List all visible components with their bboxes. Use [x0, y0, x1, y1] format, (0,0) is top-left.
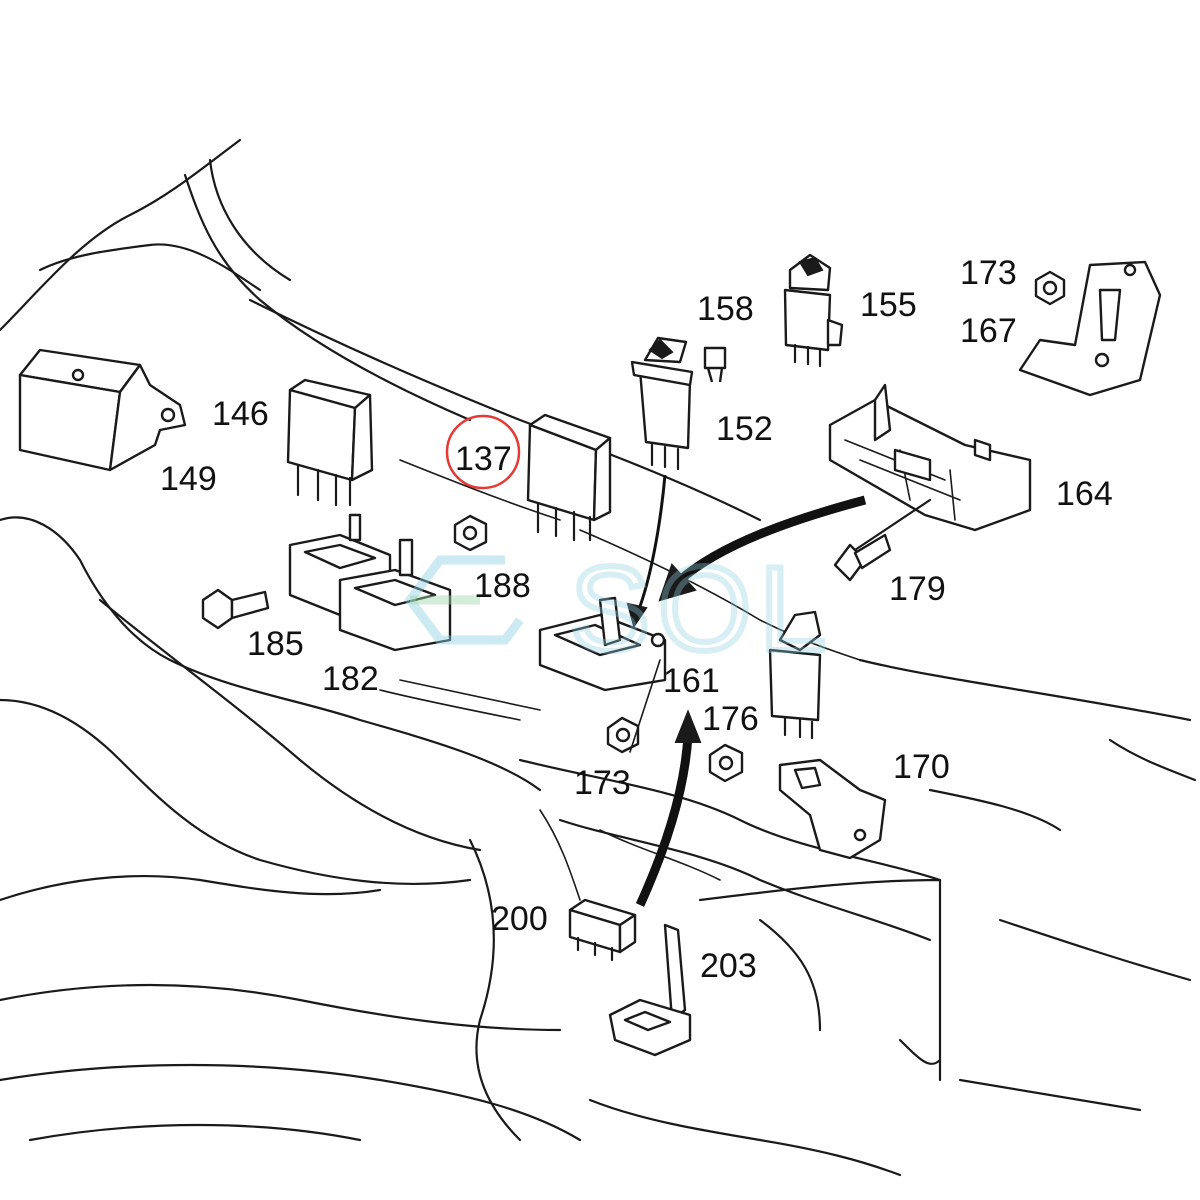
- bracket-170: [778, 758, 887, 860]
- relay-137: [526, 413, 612, 542]
- callout-176: 176: [702, 700, 759, 738]
- leader-lines: [399, 659, 661, 753]
- watermark-logo-mark: [404, 555, 524, 645]
- assembly-arrows: [626, 474, 867, 907]
- callout-137-highlight-ring: [445, 414, 521, 490]
- callout-137: 137: [455, 440, 512, 478]
- watermark-text: SOL: [570, 542, 834, 676]
- callout-200: 200: [491, 900, 548, 938]
- bracket-167: [1018, 260, 1162, 397]
- callout-152: 152: [716, 410, 773, 448]
- fuse-158: [703, 346, 727, 383]
- callout-173-top: 173: [960, 254, 1017, 292]
- socket-161: [538, 596, 667, 692]
- callout-167: 167: [960, 312, 1017, 350]
- relay-200: [568, 898, 637, 962]
- callout-155: 155: [860, 286, 917, 324]
- callout-161: 161: [663, 662, 720, 700]
- callout-179: 179: [889, 570, 946, 608]
- callout-149: 149: [160, 460, 217, 498]
- callout-146: 146: [212, 395, 269, 433]
- relay-149: [18, 348, 187, 472]
- callout-164: 164: [1056, 475, 1113, 513]
- nut-176: [708, 743, 744, 783]
- fuse-box-164: [828, 383, 1032, 532]
- relay-176: [768, 610, 822, 740]
- relay-146: [286, 378, 374, 507]
- nut-188: [453, 514, 488, 552]
- nut-173-center: [606, 716, 640, 754]
- bolt-185: [201, 588, 270, 630]
- callout-158: 158: [697, 290, 754, 328]
- callout-185: 185: [247, 625, 304, 663]
- watermark: SOL: [404, 539, 834, 679]
- callout-203: 203: [700, 947, 757, 985]
- socket-182: [288, 513, 452, 652]
- screw-179: [833, 498, 932, 582]
- callout-173-center: 173: [574, 764, 631, 802]
- bracket-203: [608, 923, 692, 1057]
- relay-152: [630, 336, 694, 471]
- callout-170: 170: [893, 748, 950, 786]
- nut-173-top: [1034, 270, 1066, 306]
- callout-188: 188: [474, 567, 531, 605]
- body-outline: [0, 138, 1197, 1177]
- callout-182: 182: [322, 660, 379, 698]
- relay-155: [783, 253, 844, 368]
- callout-labels: 137 146 149 152 155 158 161 164 167 170 …: [160, 254, 1113, 985]
